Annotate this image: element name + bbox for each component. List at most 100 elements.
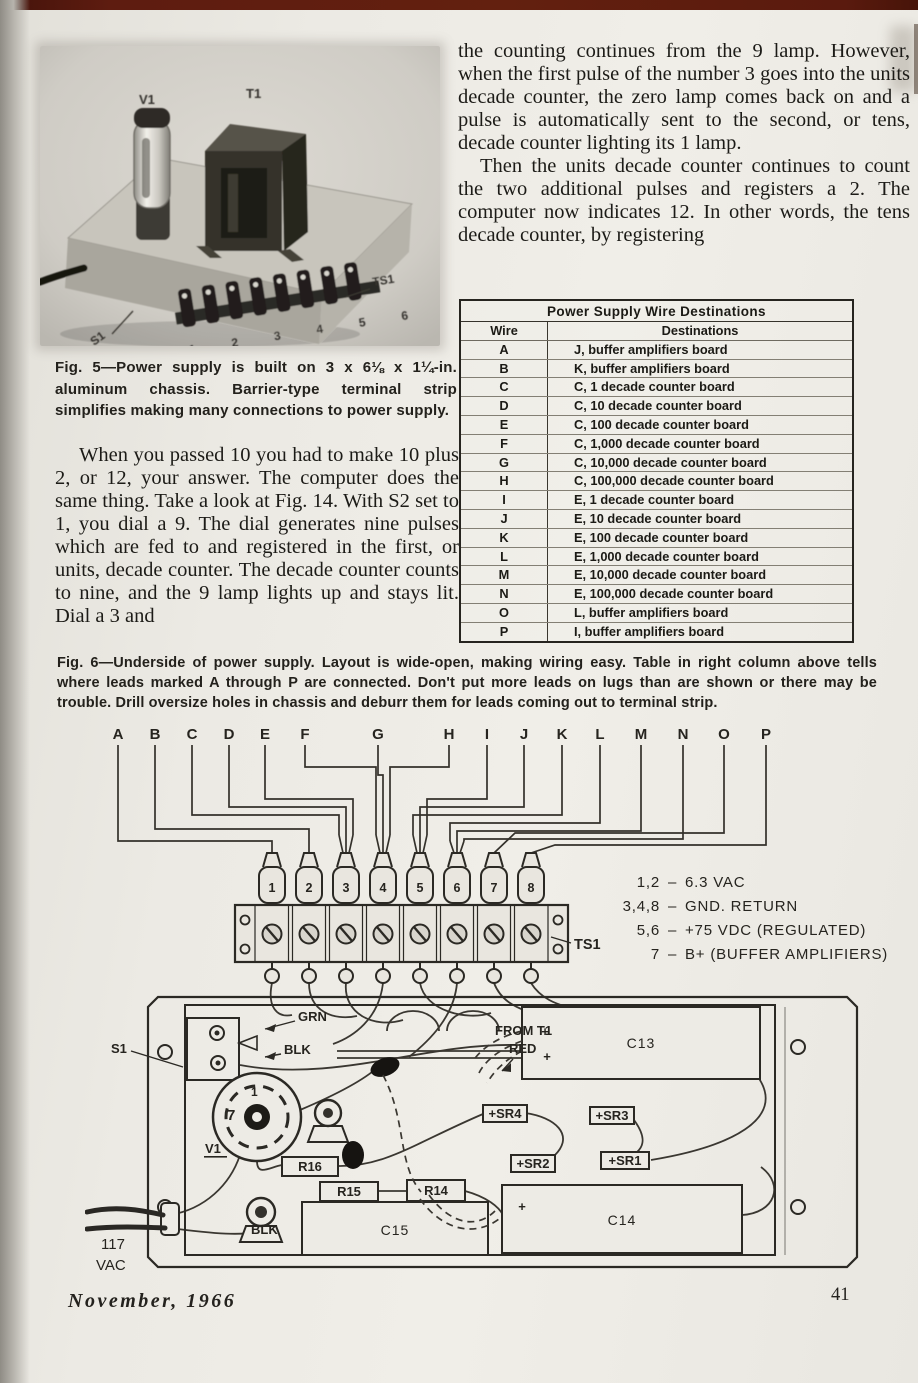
- socket-pin7-label: 7: [227, 1107, 235, 1124]
- lead-label-d: D: [224, 726, 235, 743]
- line-voltage-label-vac: VAC: [96, 1257, 126, 1274]
- components: [85, 1006, 761, 1256]
- sr1-label: +SR1: [609, 1153, 642, 1168]
- photo-label-ts1: TS1: [371, 272, 395, 289]
- book-spine-shadow: [0, 0, 30, 1383]
- fig5-caption: Fig. 5—Power supply is built on 3 x 6⅛ x…: [55, 359, 457, 419]
- lead-label-c: C: [187, 726, 198, 743]
- line-cord: [85, 1224, 168, 1232]
- s1-label: S1: [111, 1041, 127, 1056]
- strip-to-chassis-wires: [269, 982, 568, 1058]
- terminal-number-4: 4: [380, 881, 387, 895]
- wire-junction-blob: [342, 1141, 364, 1169]
- c13-plus-mark: +: [541, 1024, 549, 1039]
- paragraph: When you passed 10 you had to make 10 pl…: [55, 444, 459, 627]
- wire-junction-blob: [370, 1057, 400, 1077]
- rectifier-sr4: [482, 1104, 528, 1123]
- lead-label-o: O: [718, 726, 730, 743]
- lead-label-l: L: [595, 726, 604, 743]
- resistor-r14: [406, 1179, 466, 1202]
- terminal-number-8: 8: [528, 881, 535, 895]
- red-wire-label: RED: [509, 1041, 536, 1056]
- legend-dash: –: [668, 946, 677, 963]
- line-cord: [85, 1206, 166, 1218]
- rectifier-sr1: [600, 1151, 650, 1170]
- terminal-legend: 1,2 – 6.3 VAC 3,4,8 – GND. RETURN 5,6 – …: [623, 874, 888, 963]
- legend-desc-4: B+ (BUFFER AMPLIFIERS): [685, 946, 888, 963]
- c14-label: C14: [608, 1212, 637, 1228]
- lead-label-b: B: [150, 726, 161, 743]
- r15-label: R15: [337, 1184, 361, 1199]
- power-cord: [40, 264, 88, 286]
- switch-s1: [186, 1017, 258, 1081]
- legend-pins-4: 7: [651, 946, 660, 963]
- lead-label-a: A: [113, 726, 124, 743]
- capacitor-c14: [501, 1184, 743, 1254]
- c13-plus-mark: +: [543, 1049, 551, 1064]
- capacitor-c13: [521, 1006, 761, 1080]
- mount-holes: [239, 914, 564, 955]
- legend-desc-1: 6.3 VAC: [685, 874, 745, 891]
- lead-label-k: K: [557, 726, 568, 743]
- table-col-header-wire: Wire: [461, 322, 548, 340]
- lead-label-f: F: [300, 726, 309, 743]
- terminal-screws: [261, 923, 542, 945]
- paragraph: Then the units decade counter continues …: [458, 155, 910, 246]
- sr3-label: +SR3: [596, 1108, 629, 1123]
- scan-top-bar: [0, 0, 918, 10]
- resistor-r16: [281, 1156, 339, 1177]
- sr2-label: +SR2: [517, 1156, 550, 1171]
- r14-label: R14: [424, 1183, 449, 1198]
- line-voltage-label-117: 117: [101, 1236, 125, 1253]
- legend-pins-3: 5,6: [637, 922, 660, 939]
- c14-plus-mark: +: [518, 1199, 526, 1214]
- numbered-lugs: 1 2 3 4 5 6 7 8: [258, 852, 545, 904]
- chassis-front: [65, 238, 322, 344]
- c13-label: C13: [627, 1035, 656, 1051]
- lead-label-m: M: [635, 726, 648, 743]
- r16-label: R16: [298, 1159, 322, 1174]
- sr4-label: +SR4: [489, 1106, 523, 1121]
- lead-label-i: I: [485, 726, 489, 743]
- resistor-r15: [319, 1181, 379, 1202]
- tube-v1: [133, 108, 171, 240]
- scan-edge-mark: [914, 24, 918, 94]
- scan-smudge: [890, 26, 916, 92]
- blk-wire-label-2: BLK: [251, 1222, 278, 1237]
- chassis-side: [319, 204, 412, 344]
- legend-pins-2: 3,4,8: [623, 898, 660, 915]
- lead-wires: [117, 745, 767, 854]
- lead-label-h: H: [444, 726, 455, 743]
- legend-pins-1: 1,2: [637, 874, 660, 891]
- lead-label-p: P: [761, 726, 771, 743]
- dashed-wires: [382, 1030, 523, 1230]
- standoffs: [238, 1098, 350, 1243]
- paragraph: the counting continues from the 9 lamp. …: [458, 40, 910, 154]
- terminal-number-6: 6: [454, 881, 461, 895]
- socket-pin1-label: 1: [251, 1085, 258, 1099]
- legend-dash: –: [668, 874, 677, 891]
- lead-label-e: E: [260, 726, 270, 743]
- from-t1-label: FROM T1: [495, 1023, 552, 1038]
- issue-date: November, 1966: [68, 1290, 237, 1312]
- grn-wire-label: GRN: [298, 1009, 327, 1024]
- left-text-column: When you passed 10 you had to make 10 pl…: [55, 444, 459, 628]
- table-col-header-destinations: Destinations: [661, 323, 739, 338]
- terminal-number-3: 3: [343, 881, 350, 895]
- capacitor-c15: [301, 1201, 489, 1256]
- blk-wire-label: BLK: [284, 1042, 311, 1057]
- power-supply-photo-art: 1 2 3 4 5 6 7 8 V1 T1 TS1 S1: [40, 86, 440, 346]
